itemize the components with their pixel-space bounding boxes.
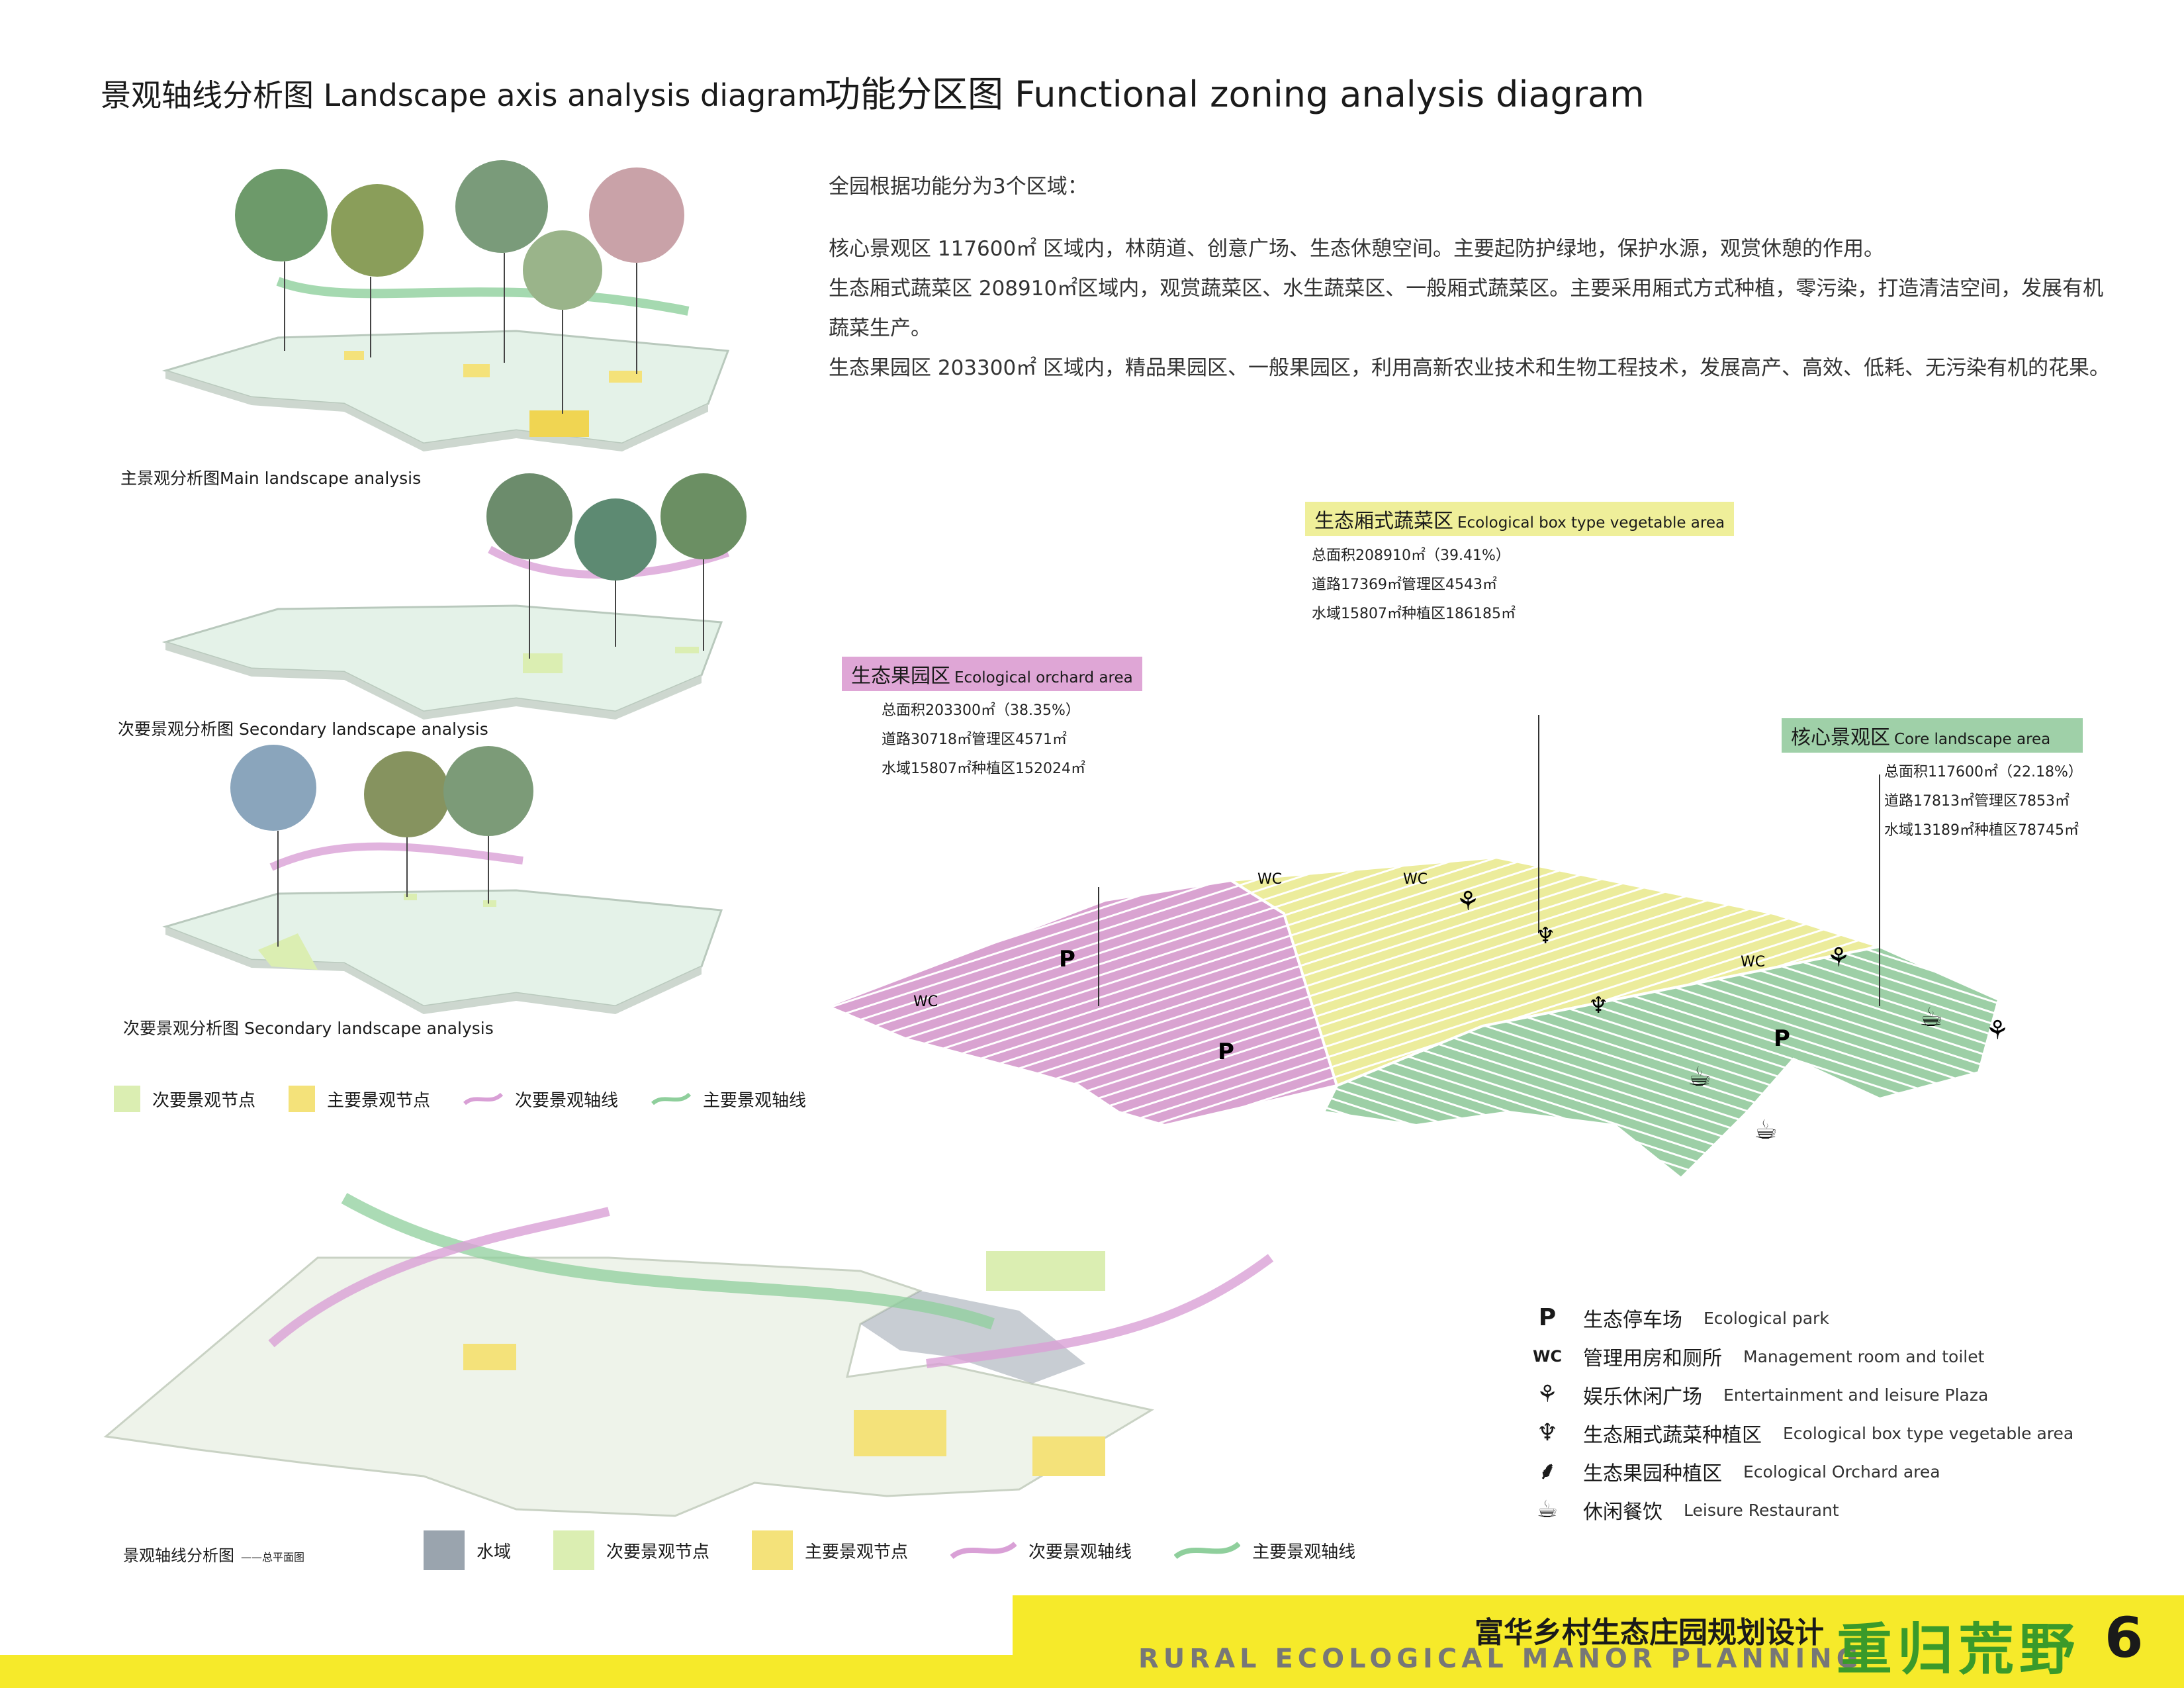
description-orchard: 生态果园区 203300㎡ 区域内，精品果园区、一般果园区，利用高新农业技术和生… <box>829 356 2111 380</box>
photo-thumbnail <box>523 230 602 310</box>
legend-main-node: 主要景观节点 <box>289 1086 430 1112</box>
photo-thumbnail <box>443 746 533 836</box>
small-diagram-legend: 次要景观节点 主要景观节点 次要景观轴线 主要景观轴线 <box>114 1086 806 1112</box>
secondary-node <box>258 933 318 970</box>
restaurant-icon: ☕ <box>1919 1002 1943 1033</box>
toilet-icon: WC <box>1532 1347 1563 1366</box>
toilet-icon: WC <box>913 994 938 1010</box>
project-title-cn: 富华乡村生态庄园规划设计 <box>1475 1616 1824 1650</box>
main-node <box>463 1344 516 1370</box>
secondary-axis <box>269 842 523 871</box>
footer-band <box>1013 1595 2184 1688</box>
parking-icon: P <box>1774 1025 1790 1052</box>
orchard-icon: ⸙ <box>1538 1458 1557 1485</box>
description-intro: 全园根据功能分为3个区域： <box>829 175 1088 199</box>
main-node <box>344 351 364 360</box>
water-body <box>860 1291 1085 1383</box>
main-node <box>854 1410 946 1456</box>
toilet-icon: WC <box>1741 954 1765 970</box>
main-node <box>609 371 642 383</box>
right-section-title: 功能分区图 Functional zoning analysis diagram <box>825 73 1645 115</box>
parking-icon: P <box>1538 1304 1557 1331</box>
core-zone <box>1321 945 2001 1180</box>
plaza-icon: ⚘ <box>1456 886 1480 917</box>
photo-thumbnail <box>574 498 657 581</box>
secondary-landscape-diagram-1 <box>161 473 747 720</box>
project-title-en: RURAL ECOLOGICAL MANOR PLANNING <box>1138 1644 1863 1674</box>
toilet-icon: WC <box>1403 871 1428 888</box>
main-node <box>529 410 589 437</box>
legend-main-axis: 主要景观轴线 <box>1174 1530 1355 1570</box>
photo-thumbnail <box>235 169 328 261</box>
vegetable-icon: ♆ <box>1588 992 1608 1019</box>
vegetable-icon: ♆ <box>1536 1419 1559 1446</box>
master-plan-axis-map <box>103 1193 1274 1517</box>
master-plan-legend: 水域 次要景观节点 主要景观节点 次要景观轴线 主要景观轴线 <box>424 1530 1355 1570</box>
left-section-title: 景观轴线分析图 Landscape axis analysis diagram <box>101 77 827 113</box>
plaza-icon: ⚘ <box>1827 943 1850 973</box>
photo-thumbnail <box>455 160 548 253</box>
footer-band-left <box>0 1655 1013 1688</box>
secondary-node <box>675 647 699 653</box>
main-node <box>1032 1436 1105 1476</box>
photo-thumbnail <box>331 184 424 277</box>
secondary-axis <box>268 1207 610 1348</box>
page-number: 6 <box>2105 1605 2144 1670</box>
orchard-zone <box>823 878 1339 1127</box>
legend-main-axis: 主要景观轴线 <box>651 1086 806 1112</box>
photo-thumbnail <box>486 473 572 559</box>
main-axis <box>341 1193 995 1330</box>
main-landscape-diagram <box>161 160 730 451</box>
restaurant-icon: ☕ <box>1536 1496 1559 1523</box>
secondary-axis <box>926 1254 1274 1368</box>
plan-base <box>103 1256 1155 1517</box>
plaza-icon: ⚘ <box>1985 1015 2009 1046</box>
toilet-icon: WC <box>1257 871 1282 888</box>
photo-thumbnail <box>589 167 684 263</box>
secondary-node <box>986 1251 1105 1291</box>
legend-water: 水域 <box>424 1530 511 1570</box>
secondary-node <box>483 900 496 907</box>
photo-thumbnail <box>660 473 747 559</box>
parking-icon: P <box>1059 946 1075 972</box>
legend-main-node: 主要景观节点 <box>752 1530 908 1570</box>
main-landscape-caption: 主景观分析图Main landscape analysis <box>120 469 422 488</box>
description-vegetable: 生态厢式蔬菜区 208910㎡区域内，观赏蔬菜区、水生蔬菜区、一般厢式蔬菜区。主… <box>829 277 2104 340</box>
photo-thumbnail <box>364 751 450 837</box>
legend-secondary-node: 次要景观节点 <box>553 1530 709 1570</box>
main-axis <box>276 277 690 316</box>
secondary-node <box>404 894 417 900</box>
master-plan-caption: 景观轴线分析图——总平面图 <box>123 1546 305 1565</box>
secondary-landscape-caption-1: 次要景观分析图 Secondary landscape analysis <box>118 720 488 739</box>
zoning-description: 全园根据功能分为3个区域： 核心景观区 117600㎡ 区域内，林荫道、创意广场… <box>829 167 2119 388</box>
restaurant-icon: ☕ <box>1754 1115 1778 1145</box>
main-node <box>463 364 490 377</box>
legend-secondary-axis: 次要景观轴线 <box>950 1530 1132 1570</box>
secondary-landscape-diagram-2 <box>162 745 723 1014</box>
description-core: 核心景观区 117600㎡ 区域内，林荫道、创意广场、生态休憩空间。主要起防护绿… <box>829 237 1885 261</box>
vegetable-icon: ♆ <box>1535 923 1555 949</box>
photo-thumbnail <box>230 745 316 831</box>
legend-secondary-axis: 次要景观轴线 <box>463 1086 618 1112</box>
secondary-landscape-caption-2: 次要景观分析图 Secondary landscape analysis <box>123 1019 494 1038</box>
plaza-icon: ⚘ <box>1536 1381 1559 1408</box>
functional-zoning-map: P P P WC WC WC WC ⚘ ⚘ ⚘ ♆ ♆ ☕ ☕ ☕ <box>823 715 2009 1180</box>
legend-secondary-node: 次要景观节点 <box>114 1086 255 1112</box>
parking-icon: P <box>1218 1039 1234 1065</box>
restaurant-icon: ☕ <box>1688 1062 1711 1092</box>
slogan: 重归荒野 <box>1837 1617 2081 1682</box>
